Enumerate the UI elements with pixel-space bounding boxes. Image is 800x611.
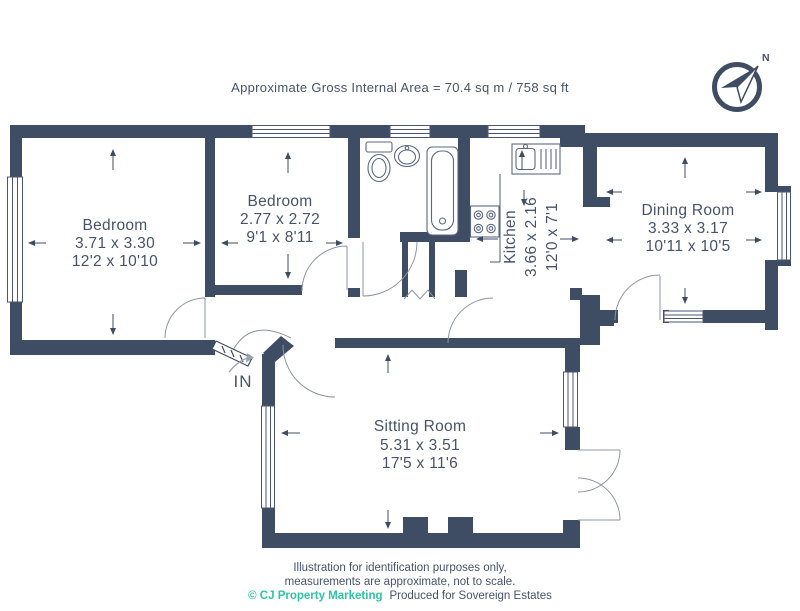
svg-text:Sitting Room: Sitting Room: [374, 418, 466, 435]
walls: [10, 125, 791, 548]
window: [7, 176, 23, 303]
dimension-arrow: [606, 189, 613, 195]
entrance-in-label: IN: [234, 372, 253, 391]
kitchen-counter: [490, 174, 501, 263]
window: [389, 125, 431, 138]
dimension-arrow: [385, 354, 391, 361]
svg-text:Dining Room: Dining Room: [642, 202, 735, 219]
french-doors: [577, 449, 621, 521]
kitchen-sink: [511, 143, 561, 175]
disclaimer-line2: measurements are approximate, not to sca…: [284, 576, 516, 588]
bathtub: [426, 146, 459, 236]
bedroom1-label: Bedroom 3.71 x 3.30 12'2 x 10'10: [72, 217, 158, 270]
window: [261, 405, 275, 509]
window: [663, 310, 704, 323]
hob: [469, 205, 500, 238]
door-swings: [164, 241, 661, 521]
dimension-arrow: [336, 240, 343, 246]
svg-text:3.66 x 2.16: 3.66 x 2.16: [523, 197, 540, 277]
bedroom1-door: [164, 297, 206, 339]
dimension-arrow: [606, 237, 613, 243]
dimension-arrow: [572, 236, 579, 242]
window: [563, 371, 578, 428]
credits-line: © CJ Property Marketing Produced for Sove…: [0, 589, 800, 603]
kitchen-label: Kitchen 3.66 x 2.16 12'0 x 7'1: [502, 197, 561, 277]
dimension-arrow: [221, 240, 228, 246]
dining-door: [614, 274, 661, 321]
bathroom-door: [362, 241, 418, 297]
dimension-arrow: [682, 157, 688, 164]
disclaimer-line1: Illustration for identification purposes…: [293, 562, 507, 574]
windows: [7, 125, 791, 509]
svg-text:Kitchen: Kitchen: [502, 210, 519, 264]
dimension-arrow: [521, 199, 527, 206]
copyright-brand: © CJ Property Marketing: [248, 590, 383, 602]
bedroom2-label: Bedroom 2.77 x 2.72 9'1 x 8'11: [240, 193, 320, 246]
dimension-arrow: [194, 240, 201, 246]
svg-text:10'11 x 10'5: 10'11 x 10'5: [645, 238, 730, 255]
svg-text:3.71 x 3.30: 3.71 x 3.30: [75, 235, 155, 252]
compass-icon: N: [712, 52, 770, 112]
entrance-in-arrow-icon: [228, 353, 254, 373]
footer: Illustration for identification purposes…: [0, 561, 800, 603]
dimension-arrow: [285, 152, 291, 159]
window: [487, 125, 541, 138]
fixtures: [365, 141, 561, 263]
sitting-room-door: [282, 344, 336, 398]
sitting-room-label: Sitting Room 5.31 x 3.51 17'5 x 11'6: [374, 418, 466, 472]
produced-for: Produced for Sovereign Estates: [389, 590, 552, 602]
dimension-arrow: [552, 430, 559, 436]
svg-text:12'2 x 10'10: 12'2 x 10'10: [72, 253, 158, 270]
entrance-door-leaf: [211, 340, 253, 367]
dimension-arrow: [519, 150, 525, 157]
entrance-chamfer-wall: [263, 336, 294, 362]
svg-text:Bedroom: Bedroom: [83, 217, 148, 234]
dimension-arrow: [755, 237, 762, 243]
svg-text:3.33 x 3.17: 3.33 x 3.17: [648, 220, 728, 237]
svg-text:17'5 x 11'6: 17'5 x 11'6: [382, 455, 458, 472]
entrance-door-arc: [231, 329, 292, 353]
basin: [393, 144, 421, 168]
dimension-arrow: [285, 272, 291, 279]
window: [777, 191, 791, 261]
dimension-arrow: [385, 522, 391, 529]
svg-text:Bedroom: Bedroom: [248, 193, 313, 210]
dimension-arrows: [28, 149, 762, 529]
gross-internal-area-text: Approximate Gross Internal Area = 70.4 s…: [231, 80, 569, 95]
svg-text:5.31 x 3.51: 5.31 x 3.51: [380, 437, 460, 454]
dimension-arrow: [28, 240, 35, 246]
svg-text:2.77 x 2.72: 2.77 x 2.72: [240, 211, 320, 228]
dining-room-label: Dining Room 3.33 x 3.17 10'11 x 10'5: [642, 202, 735, 255]
dimension-arrow: [110, 328, 116, 335]
dimension-arrow: [755, 189, 762, 195]
dimension-arrow: [682, 297, 688, 304]
kitchen-door: [447, 297, 494, 344]
dimension-arrow: [281, 430, 288, 436]
compass-north-label: N: [762, 52, 770, 64]
svg-text:12'0 x 7'1: 12'0 x 7'1: [544, 203, 561, 271]
window: [251, 125, 331, 138]
svg-text:9'1 x 8'11: 9'1 x 8'11: [246, 229, 313, 246]
toilet: [365, 141, 393, 183]
dimension-arrow: [476, 236, 483, 242]
cupboard-bifold-door: [403, 289, 436, 300]
bedroom2-door: [301, 245, 348, 292]
dimension-arrow: [110, 149, 116, 156]
